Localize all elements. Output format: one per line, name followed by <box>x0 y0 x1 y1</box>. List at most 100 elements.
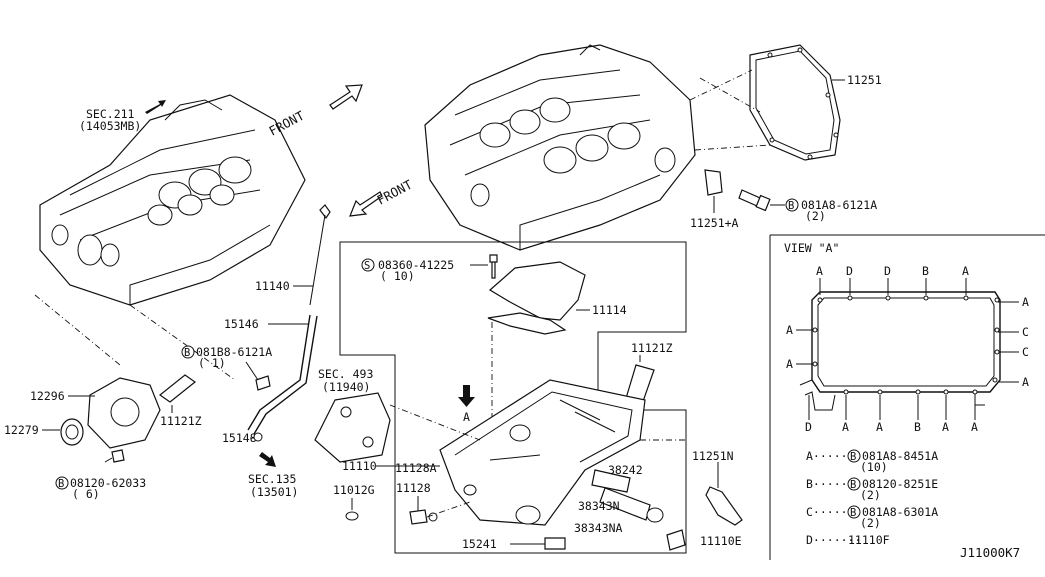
view-a-bottom-letter-2: A <box>876 420 883 434</box>
cooler-part-38242 <box>591 469 631 493</box>
front-arrow-right: FRONT <box>349 177 415 217</box>
part-11114-label: 11114 <box>592 303 627 317</box>
small-plate-11251a <box>704 169 723 196</box>
view-a-bottom-letter-1: A <box>842 420 849 434</box>
right-cylinder-block <box>424 44 696 251</box>
view-a-arrow-icon <box>458 385 475 407</box>
view-a-oil-pan-outline <box>799 291 1001 411</box>
legend-key: A······· <box>806 449 861 463</box>
part-08360-qty: ( 10) <box>380 269 415 283</box>
legend-key: B······· <box>806 477 861 491</box>
view-a-bottom-letter-4: A <box>942 420 949 434</box>
circle-b-3: B <box>58 478 64 490</box>
part-11121z-bottom-label: 11121Z <box>160 414 202 428</box>
legend-qty: (2) <box>860 488 881 502</box>
part-08120-62033-qty: ( 6) <box>72 487 100 501</box>
view-a-left-letters: AA <box>786 323 818 371</box>
bolt-081b8 <box>255 375 271 391</box>
part-11140-label: 11140 <box>255 279 290 293</box>
sec211-label: SEC.211 <box>86 107 135 121</box>
legend-row-c: C·······B 081A8-6301A(2) <box>806 505 938 530</box>
baffle-plate-11114 <box>487 261 586 335</box>
circle-b-1: B <box>788 200 794 212</box>
view-a-frame <box>769 234 1045 560</box>
sec493-label: SEC. 493 <box>318 367 373 381</box>
bolt-08120 <box>111 449 125 463</box>
arrow-a-label: A <box>463 410 470 424</box>
diagram-code: J11000K7 <box>960 545 1020 560</box>
part-11251-label: 11251 <box>847 73 882 87</box>
part-11251a-label: 11251+A <box>690 216 739 230</box>
plug-15241 <box>544 537 566 550</box>
part-11012g-label: 11012G <box>333 483 375 497</box>
legend-key: D······· <box>806 533 861 547</box>
legend-circle-icon <box>847 505 861 519</box>
view-a-left-letter-0: A <box>786 323 793 337</box>
legend-circle-letter: B <box>850 507 856 519</box>
view-a-right-letter-0: A <box>1022 295 1029 309</box>
legend-part: 08120-8251E <box>862 477 938 491</box>
view-a-left-letter-1: A <box>786 357 793 371</box>
view-a-bottom-letter-3: B <box>914 420 921 434</box>
drain-plug-11128 <box>409 509 428 525</box>
sec135-arrow-icon <box>259 452 276 467</box>
part-081a8-6121a-label: 081A8-6121A <box>801 198 877 212</box>
part-08120-62033-label: 08120-62033 <box>70 476 146 490</box>
legend-qty: (10) <box>860 460 888 474</box>
part-38343na-label: 38343NA <box>574 521 623 535</box>
bracket-sec493 <box>314 392 391 463</box>
pipe-11121z-bottom <box>158 374 197 403</box>
left-cylinder-block <box>39 94 306 306</box>
part-08360-41225-label: 08360-41225 <box>378 258 454 272</box>
part-38343n-label: 38343N <box>578 499 620 513</box>
legend-key: C······· <box>806 505 861 519</box>
part-38242-label: 38242 <box>608 463 643 477</box>
rear-plate-11251 <box>749 44 841 161</box>
gasket-11251n <box>705 486 743 526</box>
front-label-right: FRONT <box>374 177 415 208</box>
part-11121z-top-label: 11121Z <box>631 341 673 355</box>
circle-b-2: B <box>184 347 190 359</box>
legend-part: 081A8-6301A <box>862 505 938 519</box>
legend-row-a: A·······B 081A8-8451A(10) <box>806 449 938 474</box>
part-15241-label: 15241 <box>462 537 497 551</box>
part-081b8-label: 081B8-6121A <box>196 345 272 359</box>
part-15148-label: 15148 <box>222 431 257 445</box>
circle-s: S <box>364 260 370 272</box>
part-12296-label: 12296 <box>30 389 65 403</box>
screw-icon <box>489 254 498 279</box>
sec211-arrow-icon <box>145 100 166 114</box>
view-a-top-letter-3: B <box>922 264 929 278</box>
oil-pan-11110 <box>439 379 646 526</box>
part-11128a-label: 11128A <box>395 461 437 475</box>
front-label-left: FRONT <box>266 108 307 139</box>
part-11128-label: 11128 <box>396 481 431 495</box>
view-a-right-letter-1: C <box>1022 325 1029 339</box>
view-a-right-letter-3: A <box>1022 375 1029 389</box>
part-15146-label: 15146 <box>224 317 259 331</box>
legend-circle-icon <box>847 477 861 491</box>
oil-pipe-38343n <box>599 487 651 521</box>
view-a-right-letters: A CC A <box>992 295 1029 389</box>
p14053mb-label: (14053MB) <box>79 119 141 133</box>
bolt-081a8-6121a <box>738 189 771 212</box>
p11940-label: (11940) <box>322 380 370 394</box>
part-081b8-qty: ( 1) <box>198 356 226 370</box>
view-a-top-letter-2: D <box>884 264 891 278</box>
view-a-top-letter-1: D <box>846 264 853 278</box>
legend-circle-letter: B <box>850 451 856 463</box>
legend-qty: (2) <box>860 516 881 530</box>
legend-part: 081A8-8451A <box>862 449 938 463</box>
part-11110-label: 11110 <box>342 459 377 473</box>
legend-row-d: D·······11110F <box>806 533 890 547</box>
legend-circle-letter: B <box>850 479 856 491</box>
view-a-right-letter-2: C <box>1022 345 1029 359</box>
view-a-bottom-letter-5: A <box>971 420 978 434</box>
front-arrow-left: FRONT <box>266 84 363 139</box>
part-11251n-label: 11251N <box>692 449 734 463</box>
